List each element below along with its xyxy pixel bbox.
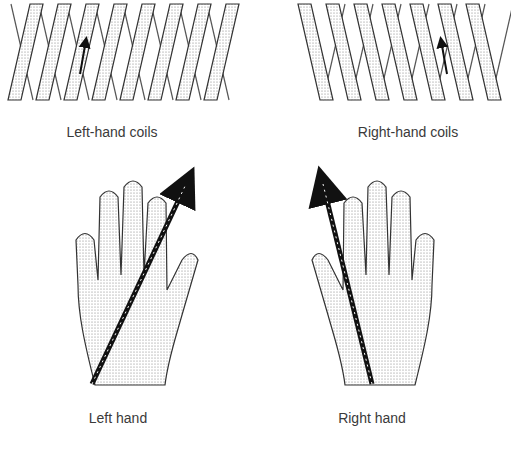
- direction-arrow: [92, 180, 188, 384]
- arrow-stripe: [323, 184, 372, 384]
- direction-arrow: [322, 180, 372, 384]
- right-hand-coil: [298, 4, 511, 100]
- coil-arrow: [80, 40, 86, 74]
- arrow-stripe: [92, 184, 186, 384]
- right-hand-figure: [312, 181, 434, 385]
- left-hand-coil: [8, 4, 239, 100]
- caption-label: Right-hand coils: [358, 124, 458, 140]
- caption-label: Right hand: [338, 410, 406, 426]
- coil-arrow: [441, 40, 447, 74]
- caption-label: Left hand: [89, 410, 147, 426]
- left-hand-figure: [76, 181, 198, 385]
- caption-label: Left-hand coils: [66, 124, 157, 140]
